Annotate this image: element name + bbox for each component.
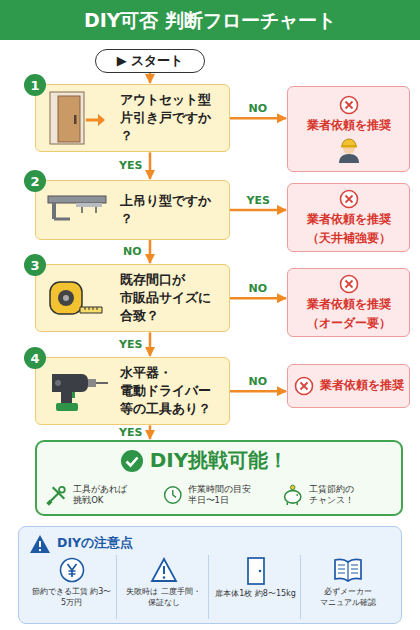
branch-label: NO [247, 102, 270, 115]
flow-arrow [230, 209, 286, 212]
cross-icon [294, 376, 314, 396]
worker-icon [335, 137, 363, 163]
result-box: 業者依頼を推奨 [287, 86, 410, 172]
result-box: 業者依頼を推奨 [287, 364, 410, 408]
title: DIY可否 判断フローチャート [0, 0, 420, 40]
node-text: 1 [30, 79, 39, 92]
start-terminal: ▶ スタート [95, 49, 205, 73]
node-text: 4 [30, 352, 39, 365]
node-text: 業者依頼を推奨 [307, 118, 391, 134]
title-band: DIY可否 判断フローチャート [0, 0, 420, 40]
flow-arrow [230, 390, 286, 393]
flow-arrow [230, 297, 286, 300]
step-number: 4 [24, 347, 46, 369]
tape-measure-illustration [46, 276, 106, 320]
branch-label: YES [117, 338, 144, 351]
top-rail-illustration [46, 190, 108, 230]
branch-label: NO [247, 282, 270, 295]
piggy-bank-icon [281, 483, 304, 507]
benefit-item: 工賃節約の チャンス！ [281, 478, 393, 512]
flow-arrow [149, 240, 152, 263]
node-text: 水平器・電動ドライバー 等の工具あり？ [120, 364, 223, 418]
node-text: 失敗時は 二度手間・保証なし [119, 587, 208, 609]
flow-arrow [149, 425, 152, 439]
cross-icon [339, 95, 359, 115]
node-text: 業者依頼を推奨 [320, 378, 404, 394]
note-cell: 必ずメーカー マニュアル確認 [303, 555, 393, 619]
result-box: 業者依頼を推奨 （天井補強要） [287, 183, 410, 252]
node-text: DIY挑戦可能！ [150, 447, 289, 474]
cross-icon [339, 274, 359, 294]
notes-panel: DIYの注意点節約できる工賃 約3〜5万円失敗時は 二度手間・保証なし扉本体1枚… [18, 526, 402, 624]
door-illustration [46, 90, 108, 146]
step-number: 3 [24, 254, 46, 276]
door-icon [245, 557, 267, 585]
node-text: 業者依頼を推奨 [307, 297, 391, 313]
node-text: 3 [30, 259, 39, 272]
node-text: 作業時間の目安 半日〜1日 [188, 484, 275, 507]
node-text: 工賃節約の チャンス！ [309, 484, 393, 507]
caution-icon [150, 557, 178, 583]
question-box: 上吊り型ですか？2 [35, 180, 230, 240]
node-text: アウトセット型 片引き戸ですか？ [120, 91, 223, 145]
node-text: 既存間口が 市販品サイズに 合致？ [120, 271, 223, 325]
step-number: 1 [24, 74, 46, 96]
result-box: 業者依頼を推奨 （オーダー要） [287, 268, 410, 337]
branch-label: YES [117, 426, 144, 439]
question-box: アウトセット型 片引き戸ですか？1 [35, 84, 230, 152]
node-text: DIYの注意点 [57, 535, 133, 552]
node-text: 扉本体1枚 約8〜15kg [215, 589, 296, 600]
branch-label: NO [121, 245, 144, 258]
branch-label: NO [247, 375, 270, 388]
node-text: 節約できる工賃 約3〜5万円 [27, 587, 116, 609]
branch-label: YES [117, 159, 144, 172]
yen-icon [59, 557, 85, 583]
warning-icon [29, 534, 51, 554]
flow-arrow [149, 73, 152, 83]
benefit-item: 工具があれば 挑戦OK [45, 478, 157, 512]
cross-icon [339, 189, 359, 209]
flow-arrow [230, 117, 286, 120]
node-subtext: （天井補強要） [307, 231, 391, 246]
drill-illustration [46, 368, 112, 414]
question-box: 水平器・電動ドライバー 等の工具あり？4 [35, 357, 230, 425]
question-box: 既存間口が 市販品サイズに 合致？3 [35, 264, 230, 332]
clock-icon [163, 483, 183, 507]
manual-book-icon [333, 557, 363, 583]
check-icon [120, 449, 144, 473]
step-number: 2 [24, 170, 46, 192]
tools-icon [45, 483, 68, 507]
flow-arrow [149, 332, 152, 356]
note-cell: 節約できる工賃 約3〜5万円 [27, 555, 117, 619]
node-text: ▶ スタート [117, 52, 184, 70]
node-text: 2 [30, 175, 39, 188]
node-text: 上吊り型ですか？ [120, 192, 223, 228]
benefit-item: 作業時間の目安 半日〜1日 [163, 478, 275, 512]
outcome-box: DIY挑戦可能！ 工具があれば 挑戦OK 作業時間の目安 半日〜1日 工賃節約の チャ… [35, 440, 403, 516]
note-cell: 扉本体1枚 約8〜15kg [211, 555, 301, 619]
branch-label: YES [245, 194, 272, 207]
note-cell: 失敗時は 二度手間・保証なし [119, 555, 209, 619]
flow-arrow [149, 152, 152, 179]
node-text: 必ずメーカー マニュアル確認 [303, 587, 393, 609]
node-text: 業者依頼を推奨 [307, 212, 391, 228]
node-subtext: （オーダー要） [307, 316, 391, 331]
node-text: 工具があれば 挑戦OK [73, 484, 157, 507]
